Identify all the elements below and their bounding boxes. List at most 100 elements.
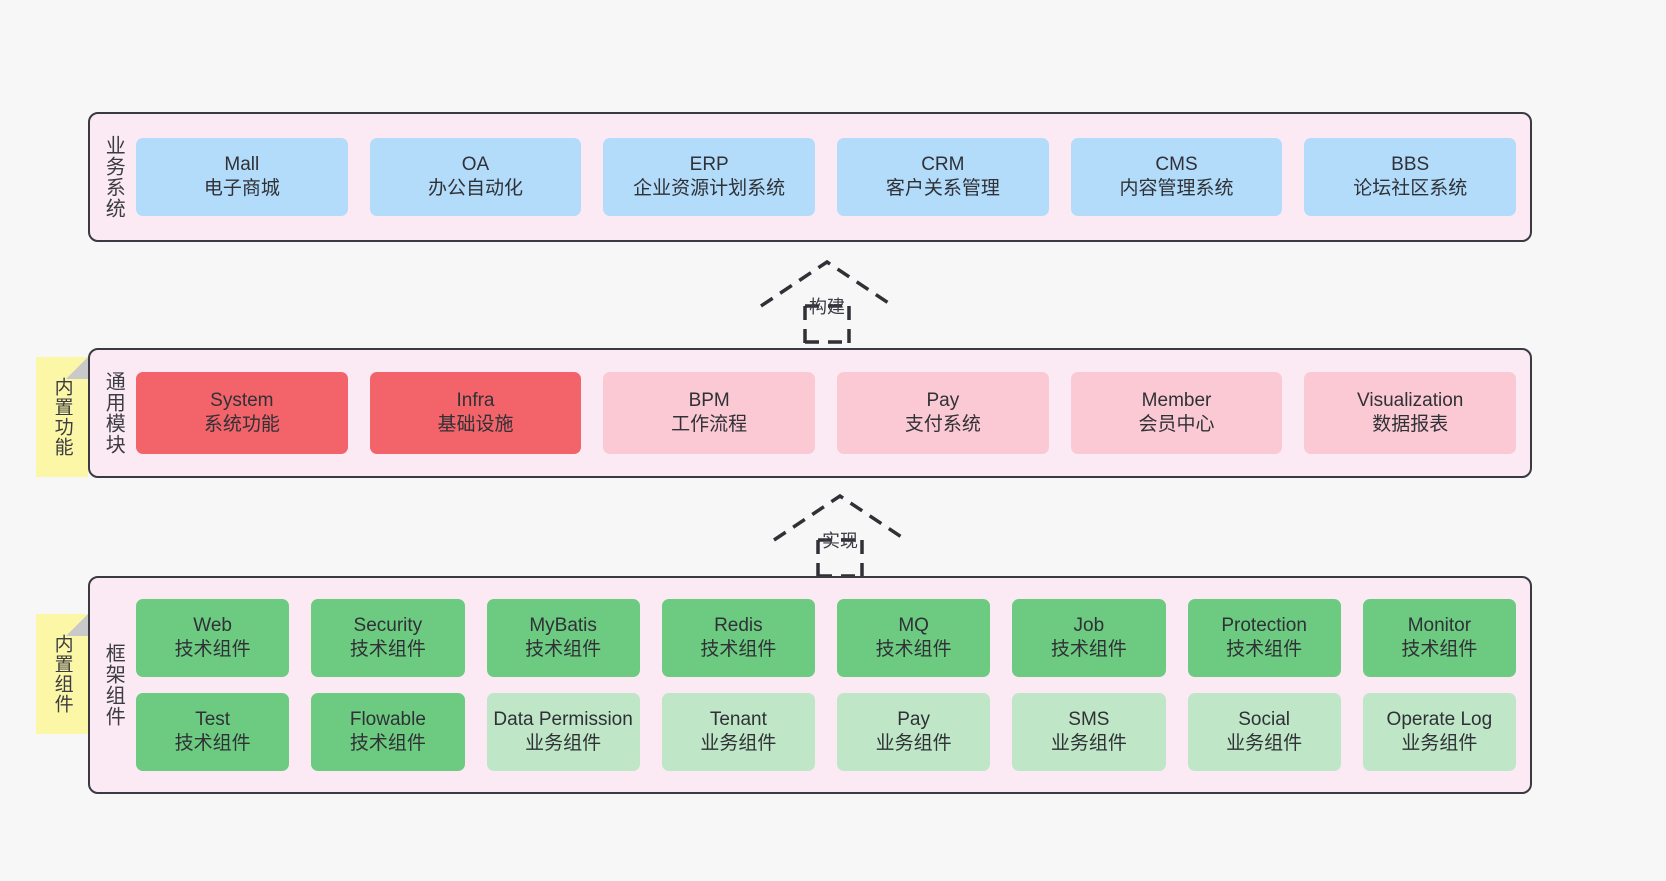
- node-mq[interactable]: MQ 技术组件: [837, 599, 991, 677]
- node-erp[interactable]: ERP 企业资源计划系统: [603, 138, 816, 216]
- connector-label-implement: 实现: [822, 531, 858, 551]
- node-subtitle: 业务组件: [525, 733, 602, 754]
- layer-framework-component: 框架组件 Web 技术组件 Security 技术组件 MyBatis 技术组件…: [88, 576, 1532, 794]
- connector-implement: 实现: [770, 492, 910, 578]
- node-subtitle: 会员中心: [1138, 414, 1215, 435]
- node-pay-component[interactable]: Pay 业务组件: [837, 693, 991, 771]
- node-sms[interactable]: SMS 业务组件: [1012, 693, 1166, 771]
- node-title: Security: [353, 614, 423, 636]
- node-title: BPM: [688, 389, 730, 411]
- node-system[interactable]: System 系统功能: [136, 372, 348, 454]
- node-visualization[interactable]: Visualization 数据报表: [1304, 372, 1517, 454]
- node-title: Visualization: [1357, 389, 1464, 411]
- sticky-note-builtin-component: 内置组件: [36, 614, 88, 734]
- node-crm[interactable]: CRM 客户关系管理: [837, 138, 1049, 216]
- node-subtitle: 技术组件: [1050, 639, 1127, 660]
- node-operate-log[interactable]: Operate Log 业务组件: [1362, 693, 1516, 771]
- node-title: SMS: [1068, 708, 1110, 730]
- node-subtitle: 内容管理系统: [1119, 178, 1234, 199]
- node-title: BBS: [1391, 153, 1430, 175]
- node-subtitle: 业务组件: [1226, 733, 1303, 754]
- node-title: Test: [195, 708, 231, 730]
- node-subtitle: 客户关系管理: [885, 178, 1000, 199]
- node-bbs[interactable]: BBS 论坛社区系统: [1304, 138, 1517, 216]
- node-subtitle: 技术组件: [174, 733, 251, 754]
- node-member[interactable]: Member 会员中心: [1070, 372, 1283, 454]
- node-monitor[interactable]: Monitor 技术组件: [1362, 599, 1516, 677]
- node-subtitle: 论坛社区系统: [1353, 178, 1468, 199]
- node-flowable[interactable]: Flowable 技术组件: [311, 693, 465, 771]
- connector-build: 构建: [757, 258, 897, 344]
- node-row: Test 技术组件 Flowable 技术组件 Data Permission …: [136, 693, 1516, 771]
- node-title: Monitor: [1407, 614, 1472, 636]
- layer-business-system: 业务系统 Mall 电子商城 OA 办公自动化 ERP 企业资源计划系统 CRM…: [88, 112, 1532, 242]
- node-subtitle: 技术组件: [1401, 639, 1478, 660]
- node-title: System: [210, 389, 274, 411]
- node-row: System 系统功能 Infra 基础设施 BPM 工作流程 Pay 支付系统…: [136, 372, 1517, 454]
- node-subtitle: 数据报表: [1372, 414, 1449, 435]
- node-title: Flowable: [349, 708, 426, 730]
- node-protection[interactable]: Protection 技术组件: [1187, 599, 1341, 677]
- node-subtitle: 业务组件: [1050, 733, 1127, 754]
- node-infra[interactable]: Infra 基础设施: [369, 372, 582, 454]
- node-subtitle: 技术组件: [349, 733, 426, 754]
- node-data-permission[interactable]: Data Permission 业务组件: [486, 693, 640, 771]
- node-test[interactable]: Test 技术组件: [136, 693, 290, 771]
- node-subtitle: 技术组件: [875, 639, 952, 660]
- sticky-note-label: 内置组件: [51, 634, 73, 714]
- node-title: Tenant: [709, 708, 767, 730]
- node-subtitle: 技术组件: [174, 639, 251, 660]
- node-job[interactable]: Job 技术组件: [1012, 599, 1166, 677]
- node-title: Redis: [714, 614, 763, 636]
- node-row: Web 技术组件 Security 技术组件 MyBatis 技术组件 Redi…: [136, 599, 1516, 677]
- node-subtitle: 办公自动化: [428, 178, 524, 199]
- node-subtitle: 企业资源计划系统: [633, 178, 786, 199]
- node-subtitle: 业务组件: [700, 733, 777, 754]
- node-subtitle: 技术组件: [1226, 639, 1303, 660]
- node-subtitle: 支付系统: [904, 414, 981, 435]
- node-title: Pay: [926, 389, 960, 411]
- node-security[interactable]: Security 技术组件: [311, 599, 465, 677]
- node-title: Data Permission: [493, 708, 633, 730]
- layer-title-framework-component: 框架组件: [102, 643, 125, 727]
- node-subtitle: 业务组件: [875, 733, 952, 754]
- layer-body-business-system: Mall 电子商城 OA 办公自动化 ERP 企业资源计划系统 CRM 客户关系…: [136, 114, 1530, 240]
- node-title: Web: [193, 614, 232, 636]
- node-title: Social: [1238, 708, 1290, 730]
- layer-body-common-module: System 系统功能 Infra 基础设施 BPM 工作流程 Pay 支付系统…: [136, 350, 1530, 476]
- node-bpm[interactable]: BPM 工作流程: [603, 372, 816, 454]
- node-oa[interactable]: OA 办公自动化: [369, 138, 582, 216]
- node-title: Protection: [1221, 614, 1307, 636]
- connector-label-build: 构建: [809, 297, 845, 317]
- layer-common-module: 通用模块 System 系统功能 Infra 基础设施 BPM 工作流程 Pay…: [88, 348, 1532, 478]
- node-row: Mall 电子商城 OA 办公自动化 ERP 企业资源计划系统 CRM 客户关系…: [136, 138, 1517, 216]
- node-mybatis[interactable]: MyBatis 技术组件: [486, 599, 640, 677]
- node-title: Pay: [897, 708, 930, 730]
- node-title: Member: [1141, 389, 1212, 411]
- node-title: Operate Log: [1386, 708, 1493, 730]
- node-social[interactable]: Social 业务组件: [1187, 693, 1341, 771]
- node-tenant[interactable]: Tenant 业务组件: [661, 693, 815, 771]
- node-subtitle: 基础设施: [437, 414, 514, 435]
- node-pay[interactable]: Pay 支付系统: [837, 372, 1049, 454]
- node-redis[interactable]: Redis 技术组件: [661, 599, 815, 677]
- node-title: MyBatis: [529, 614, 597, 636]
- node-web[interactable]: Web 技术组件: [136, 599, 290, 677]
- layer-title-business-system: 业务系统: [102, 135, 125, 219]
- layer-body-framework-component: Web 技术组件 Security 技术组件 MyBatis 技术组件 Redi…: [136, 578, 1530, 792]
- node-subtitle: 工作流程: [671, 414, 748, 435]
- node-title: MQ: [898, 614, 929, 636]
- node-subtitle: 技术组件: [700, 639, 777, 660]
- node-subtitle: 电子商城: [203, 178, 280, 199]
- node-title: Mall: [224, 153, 260, 175]
- node-subtitle: 业务组件: [1401, 733, 1478, 754]
- node-subtitle: 技术组件: [525, 639, 602, 660]
- layer-title-common-module: 通用模块: [102, 371, 125, 455]
- node-mall[interactable]: Mall 电子商城: [136, 138, 348, 216]
- node-title: Infra: [456, 389, 495, 411]
- sticky-note-label: 内置功能: [51, 377, 73, 457]
- node-subtitle: 技术组件: [349, 639, 426, 660]
- node-cms[interactable]: CMS 内容管理系统: [1070, 138, 1283, 216]
- node-subtitle: 系统功能: [203, 414, 280, 435]
